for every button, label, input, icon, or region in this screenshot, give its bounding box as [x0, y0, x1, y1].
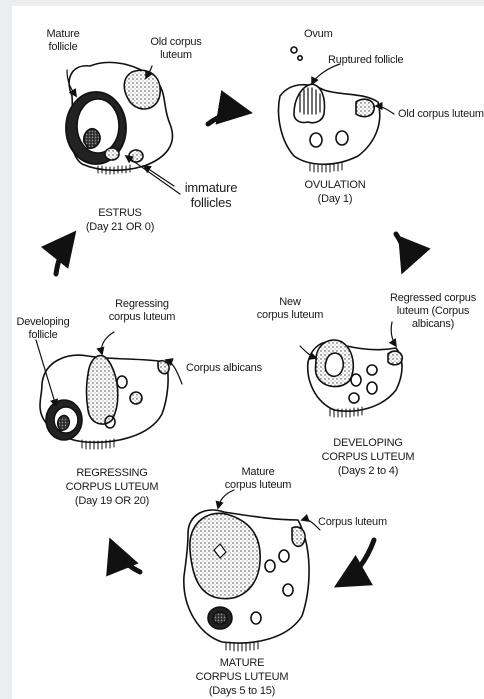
label-line: corpus luteum	[108, 311, 176, 323]
label-line: follicle	[48, 41, 78, 53]
estrus-ovary	[65, 61, 174, 175]
stage-mature: MATURE CORPUS LUTEUM (Days 5 to 15)	[186, 656, 298, 698]
stage-regressing: REGRESSING CORPUS LUTEUM (Day 19 OR 20)	[56, 466, 168, 508]
ovulation-ovary	[277, 46, 381, 173]
label-line: corpus luteum	[256, 309, 324, 321]
label-old-corpus-luteum: Old corpus luteum	[140, 36, 212, 62]
diagram-canvas: Mature follicle Old corpus luteum immatu…	[12, 6, 484, 699]
label-line: Developing	[16, 316, 70, 328]
label-ruptured-follicle: Ruptured follicle	[328, 54, 404, 66]
arrow-estrus-to-ovulation	[205, 90, 253, 127]
stage-name: CORPUS LUTEUM	[195, 671, 289, 683]
regressing-ovary	[39, 354, 170, 450]
cycle-arrows	[40, 90, 431, 588]
label-regressed-corpus-luteum: Regressed corpus luteum (Corpus albicans…	[384, 292, 482, 331]
label-corpus-albicans: Corpus albicans	[186, 362, 262, 374]
arrow-ovulation-to-developing	[393, 231, 431, 275]
label-regressing-corpus-luteum: Regressing corpus luteum	[102, 298, 182, 324]
label-new-corpus-luteum: New corpus luteum	[250, 296, 330, 322]
label-ovum: Ovum	[304, 28, 333, 40]
label-line: immature	[184, 180, 238, 195]
arrow-mature-to-regressing	[106, 537, 143, 577]
label-line: follicle	[28, 329, 58, 341]
stage-estrus: ESTRUS (Day 21 OR 0)	[70, 206, 170, 234]
stage-day: (Days 5 to 15)	[208, 685, 276, 697]
label-old-corpus-luteum-right: Old corpus luteum	[398, 108, 484, 120]
developing-ovary	[307, 339, 404, 418]
label-pointers	[35, 63, 397, 531]
label-line: New	[279, 296, 301, 308]
label-line: Old corpus	[150, 36, 202, 48]
estrous-cycle-illustration	[35, 46, 431, 652]
stage-ovulation: OVULATION (Day 1)	[290, 178, 380, 206]
label-developing-follicle: Developing follicle	[14, 316, 72, 342]
stage-developing: DEVELOPING CORPUS LUTEUM (Days 2 to 4)	[316, 436, 420, 478]
stage-day: (Day 19 OR 20)	[74, 495, 150, 507]
label-line: Regressing	[115, 298, 169, 310]
label-immature-follicles: immature follicles	[174, 180, 248, 210]
stage-day: (Day 1)	[317, 193, 353, 205]
label-corpus-luteum: Corpus luteum	[318, 516, 387, 528]
mature-ovary	[183, 509, 310, 652]
stage-name: CORPUS LUTEUM	[65, 481, 159, 493]
label-mature-corpus-luteum: Mature corpus luteum	[216, 466, 300, 492]
label-line: Regressed corpus	[389, 292, 477, 304]
arrow-developing-to-mature	[333, 537, 377, 588]
label-line: luteum (Corpus	[396, 305, 470, 317]
label-line: Mature	[241, 466, 275, 478]
label-line: luteum	[160, 49, 192, 61]
label-mature-follicle: Mature follicle	[38, 28, 88, 54]
stage-name: CORPUS LUTEUM	[321, 451, 415, 463]
label-line: corpus luteum	[224, 479, 292, 491]
stage-day: (Days 2 to 4)	[337, 465, 399, 477]
stage-name: MATURE	[219, 657, 265, 669]
label-line: follicles	[190, 195, 232, 210]
label-line: Mature	[46, 28, 80, 40]
stage-day: (Day 21 OR 0)	[85, 221, 155, 233]
label-line: albicans)	[411, 318, 455, 330]
arrow-regressing-to-estrus	[40, 230, 77, 277]
stage-name: REGRESSING	[76, 467, 148, 479]
stage-name: DEVELOPING	[333, 437, 403, 449]
stage-name: ESTRUS	[98, 207, 142, 219]
stage-name: OVULATION	[304, 179, 366, 191]
